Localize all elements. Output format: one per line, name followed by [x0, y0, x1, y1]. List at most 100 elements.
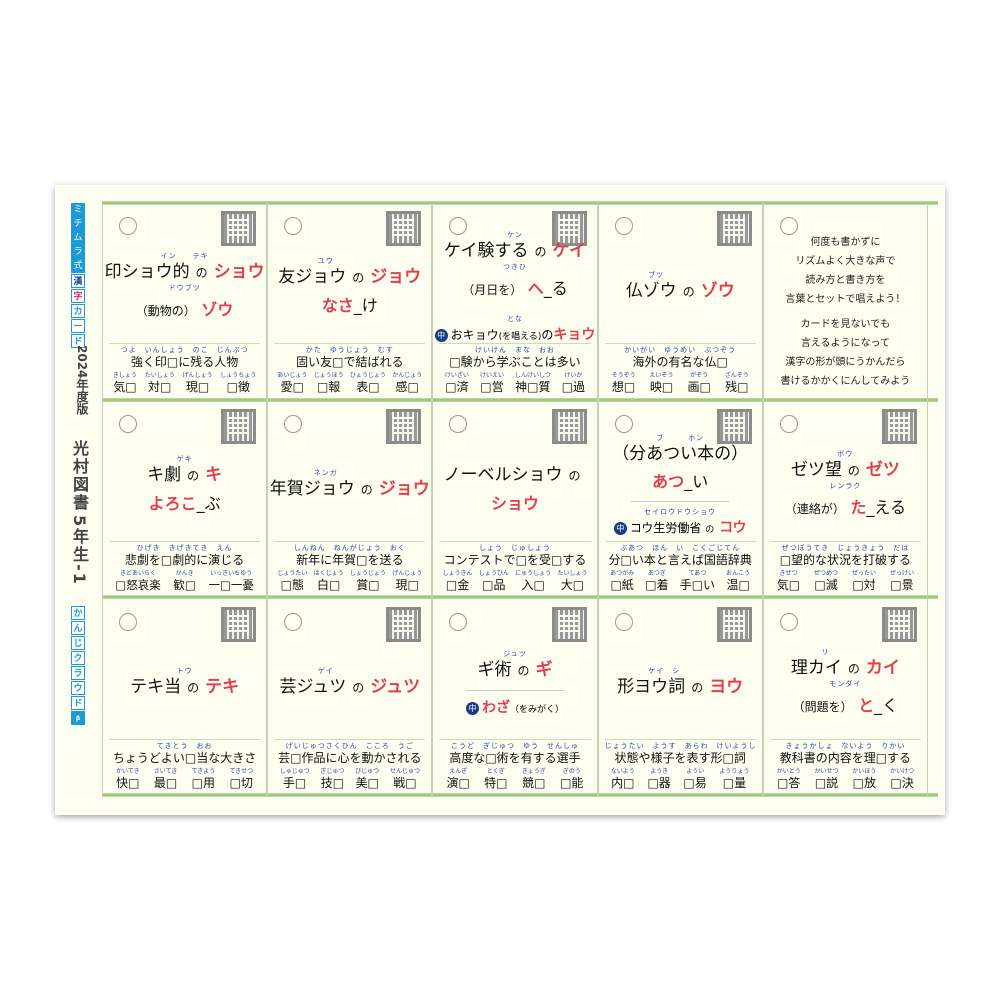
word-text: □滅 [814, 578, 838, 592]
word-item: かんじょう感□ [392, 371, 422, 394]
furigana: ぶあつ ほん い こくごじてん [620, 544, 741, 552]
card-prompt: ジュツギ術のギ中わざ（をみがく） [433, 627, 596, 739]
reading-highlight: カイ [865, 658, 900, 678]
example-sentence: 分□い本と言えば国語辞典 [608, 553, 752, 567]
text-part: 芸ジュツ [279, 677, 347, 697]
prompt-title: ギ術のギ [477, 659, 552, 682]
text-part: の [705, 524, 715, 535]
word-text: □説 [814, 776, 839, 790]
credit-text [72, 750, 84, 800]
text-part: ノーベルショウ [443, 465, 563, 485]
text-part: 年賀ジョウ [269, 479, 355, 499]
word-text: 入□ [521, 578, 545, 592]
furigana: ゲキ [176, 455, 193, 463]
prompt-reading: （動物の） ゾウ [136, 299, 234, 322]
prompt-reading: （月日を） へ_る [462, 278, 568, 301]
green-band [102, 398, 938, 402]
qr-code-icon[interactable] [221, 607, 257, 642]
word-text: 一□一憂 [208, 578, 254, 592]
qr-code-icon[interactable] [716, 409, 752, 444]
word-item: とくぎ特□ [484, 767, 507, 790]
text-part: の [187, 681, 200, 695]
brand-char: カ [71, 304, 85, 318]
text-part: の [360, 483, 373, 497]
punch-hole-icon [779, 217, 798, 235]
kanji-card: リ 理カイのカイモンダイ（問題を） と_くきょうかしょ ないよう りかい教科書の… [762, 599, 928, 797]
example-sentence: 新年に年賀□を送る [296, 553, 404, 567]
furigana: きどあいらく [120, 570, 157, 577]
word-item: ようりょう□量 [719, 767, 749, 790]
word-text: □過 [561, 380, 586, 394]
furigana: つきひ [502, 262, 527, 271]
example-sentence: 固い友□で結ばれる [296, 355, 404, 369]
qr-code-icon[interactable] [881, 409, 917, 444]
qr-code-icon[interactable] [716, 211, 752, 246]
card-prompt: リ 理カイのカイモンダイ（問題を） と_く [764, 627, 927, 739]
furigana: おんこう [726, 570, 751, 577]
qr-code-icon[interactable] [221, 409, 257, 444]
word-item: さいてき最□ [154, 767, 178, 790]
word-item: ひょうじょう表□ [350, 371, 386, 394]
qr-code-icon[interactable] [551, 409, 587, 444]
text-part: の [517, 663, 530, 678]
word-item: かいけつ□決 [890, 767, 914, 790]
qr-code-icon[interactable] [386, 409, 422, 444]
word-text: 演□ [446, 776, 470, 790]
word-item: ないよう内□ [611, 767, 635, 790]
furigana: しゅじゅつ [279, 768, 310, 775]
example-sentence: 悲劇を□劇的に演じる [124, 553, 245, 567]
word-item: ざんぞう残□ [725, 371, 749, 394]
text-part: 理カイ [790, 658, 842, 678]
text-part: の [568, 469, 581, 483]
cloud-char: ク [71, 651, 85, 665]
practice-section: ひげき きげきてき えん悲劇を□劇的に演じるきどあいらく□怒哀楽かんき歓□いっき… [109, 541, 261, 592]
brand-logo: ミチムラ式漢字カード [71, 203, 85, 348]
word-item: ぜったい□対 [852, 569, 876, 592]
furigana: こうど ぎじゅつ ゆう せんしゅ [450, 742, 579, 750]
qr-code-icon[interactable] [386, 607, 422, 642]
qr-code-icon[interactable] [386, 211, 422, 246]
furigana: たいしょう [557, 570, 588, 577]
text-part: _く [874, 696, 899, 715]
edition-year: 2024年度版 [75, 345, 89, 415]
word-text: 感□ [395, 380, 419, 394]
furigana: てきとう おお [156, 742, 213, 750]
furigana: ゲイ [317, 667, 382, 675]
furigana: ぜったい [852, 570, 877, 577]
furigana: ぎじゅつ [320, 768, 345, 775]
qr-code-icon[interactable] [551, 211, 587, 246]
furigana: きぜつ [779, 570, 798, 577]
prompt-title: ゼツ望のゼツ [791, 459, 900, 482]
word-text: □決 [890, 776, 914, 790]
reading-highlight: あつ [652, 471, 685, 491]
word-item: ようい□易 [683, 767, 706, 790]
word-item: えいぞう映□ [650, 371, 674, 394]
word-item: きぜつ気□ [777, 569, 800, 592]
punch-hole-icon [284, 613, 303, 631]
text-part: （動物の） [135, 304, 196, 318]
word-item: しょうちょう□徴 [220, 371, 256, 394]
word-text: □営 [480, 380, 504, 394]
furigana: しょうじょう [349, 570, 386, 577]
qr-code-icon[interactable] [221, 211, 257, 246]
punch-hole-icon [779, 415, 798, 433]
reading-highlight: ゾウ [195, 300, 234, 319]
divider [466, 689, 564, 691]
qr-code-icon[interactable] [716, 607, 752, 642]
word-item: たいしょう対□ [145, 371, 175, 394]
instructions-group: カードを見ないでも言えるようになって漢字の形が頭にうかんだら書けるかかくにんして… [764, 315, 927, 391]
furigana: きょうかしょ ないよう りかい [785, 742, 906, 750]
instruction-line: 言葉とセットで唱えよう！ [785, 294, 906, 305]
text-part: の [541, 327, 554, 342]
furigana: じょうたい [277, 570, 308, 577]
kanji-card: ブ ホン（分あつい本の）あつ_いセイロウドウショウ中コウ生労働省 の コウぶあつ… [597, 401, 763, 599]
word-text: □量 [722, 776, 747, 790]
qr-code-icon[interactable] [881, 607, 917, 642]
text-part: 形ヨウ詞 [617, 677, 686, 697]
word-text: □能 [560, 776, 584, 790]
practice-section: こうど ぎじゅつ ゆう せんしゅ高度な□術を有する選手えんぎ演□とくぎ特□きょう… [439, 739, 591, 790]
word-text: 愛□ [280, 380, 304, 394]
divider [631, 500, 730, 502]
text-part: （月日を） [462, 282, 523, 297]
qr-code-icon[interactable] [551, 607, 587, 642]
